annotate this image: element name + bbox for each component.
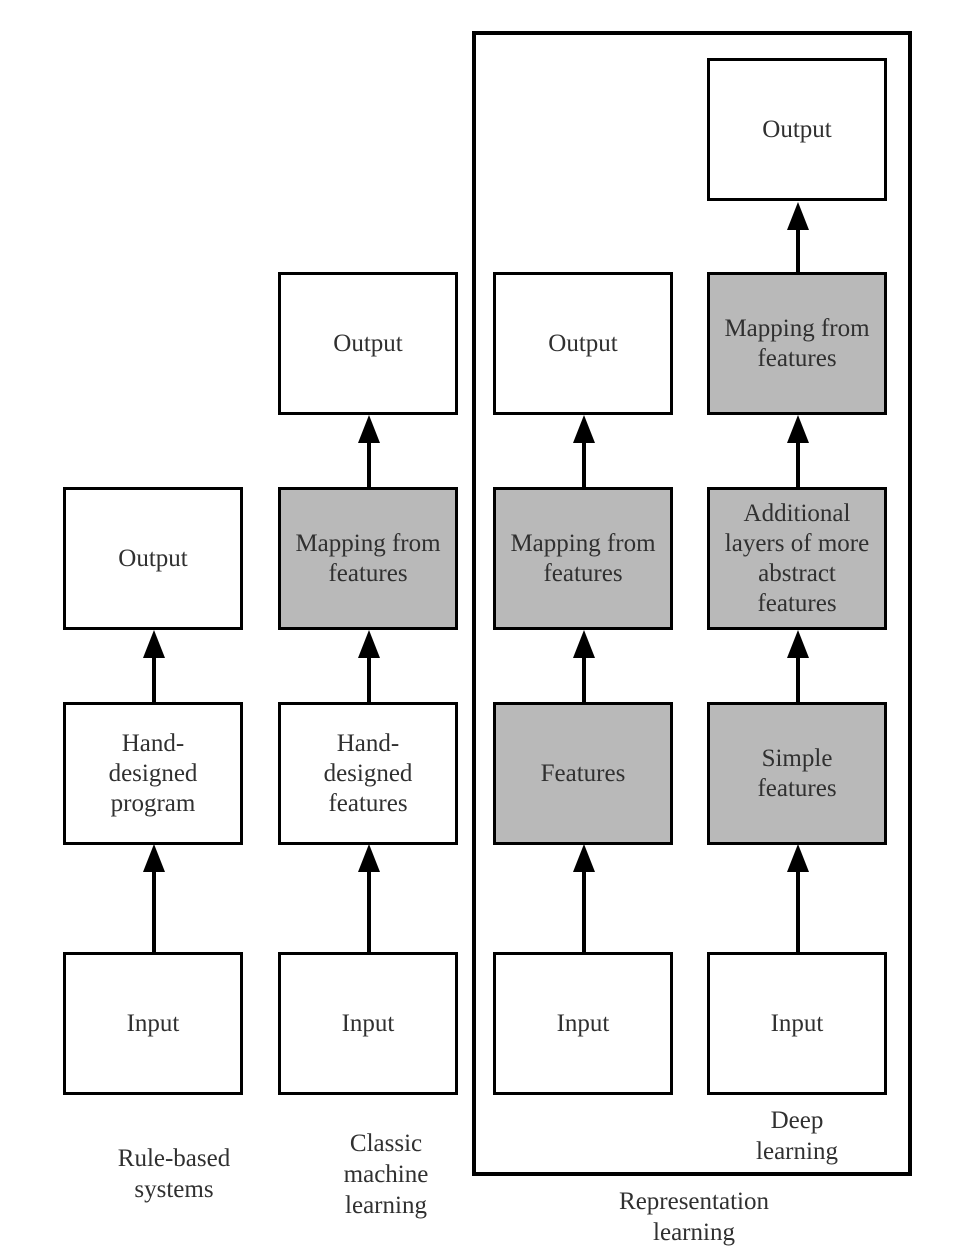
label-line: learning	[756, 1138, 838, 1165]
label-deep-learning: Deep learning	[687, 1105, 907, 1167]
box-hand-designed-program: Hand- designed program	[63, 702, 243, 845]
arrowhead-icon	[573, 630, 595, 658]
box-text-line: Output	[118, 544, 188, 572]
arrow-shaft	[367, 869, 371, 952]
arrow-shaft	[152, 655, 156, 702]
label-line: machine	[343, 1161, 429, 1188]
box-text-line: layers of more	[724, 529, 870, 557]
arrow-shaft	[367, 655, 371, 702]
label-classic-machine-learning: Classic machine learning	[276, 1128, 496, 1221]
label-line: systems	[134, 1176, 214, 1203]
box-text-line: Mapping from	[295, 529, 441, 557]
arrowhead-icon	[358, 844, 380, 872]
arrow-up-icon	[572, 630, 596, 702]
box-text-line: features	[757, 774, 837, 802]
arrow-up-icon	[357, 630, 381, 702]
box-representation-mapping-from-features: Mapping from features	[493, 487, 673, 630]
arrow-shaft	[582, 440, 586, 487]
label-line: learning	[345, 1192, 427, 1219]
arrowhead-icon	[573, 415, 595, 443]
box-features: Features	[493, 702, 673, 845]
box-deep-learning-input: Input	[707, 952, 887, 1095]
box-text-line: features	[328, 789, 408, 817]
box-text-line: Input	[770, 1009, 824, 1037]
arrow-up-icon	[786, 202, 810, 272]
representation-learning-container-box	[472, 31, 912, 1176]
arrow-shaft	[582, 655, 586, 702]
arrow-shaft	[796, 655, 800, 702]
box-rule-based-output: Output	[63, 487, 243, 630]
box-text-line: features	[757, 589, 837, 617]
box-text-line: Input	[126, 1009, 180, 1037]
box-representation-input: Input	[493, 952, 673, 1095]
box-additional-abstract-layers: Additional layers of more abstract featu…	[707, 487, 887, 630]
arrowhead-icon	[358, 630, 380, 658]
box-text-line: Mapping from	[724, 314, 870, 342]
box-representation-output: Output	[493, 272, 673, 415]
box-text-line: Hand-	[121, 729, 185, 757]
box-text-line: Hand-	[336, 729, 400, 757]
arrowhead-icon	[573, 844, 595, 872]
box-text-line: designed	[108, 759, 198, 787]
label-rule-based-systems: Rule-based systems	[64, 1143, 284, 1205]
box-rule-based-input: Input	[63, 952, 243, 1095]
box-deep-learning-output: Output	[707, 58, 887, 201]
label-line: Classic	[349, 1130, 423, 1157]
box-text-line: Input	[341, 1009, 395, 1037]
box-deep-learning-mapping-from-features: Mapping from features	[707, 272, 887, 415]
label-line: Deep	[770, 1107, 824, 1134]
arrow-shaft	[796, 440, 800, 487]
box-text-line: features	[757, 344, 837, 372]
box-text-line: abstract	[758, 559, 836, 587]
arrow-up-icon	[572, 415, 596, 487]
arrow-shaft	[367, 440, 371, 487]
arrowhead-icon	[787, 844, 809, 872]
arrowhead-icon	[358, 415, 380, 443]
arrow-up-icon	[357, 415, 381, 487]
arrowhead-icon	[787, 630, 809, 658]
arrow-shaft	[796, 227, 800, 272]
arrowhead-icon	[787, 415, 809, 443]
arrow-shaft	[152, 869, 156, 952]
box-classic-ml-output: Output	[278, 272, 458, 415]
label-representation-learning: Representation learning	[584, 1186, 804, 1248]
arrow-up-icon	[786, 630, 810, 702]
box-text-line: Simple	[761, 744, 833, 772]
arrow-up-icon	[572, 844, 596, 952]
box-text-line: Additional	[743, 499, 851, 527]
arrowhead-icon	[143, 630, 165, 658]
arrowhead-icon	[143, 844, 165, 872]
box-text-line: Features	[540, 759, 626, 787]
arrow-shaft	[796, 869, 800, 952]
label-line: Representation	[619, 1188, 769, 1215]
arrow-up-icon	[357, 844, 381, 952]
arrow-up-icon	[786, 844, 810, 952]
arrow-up-icon	[142, 844, 166, 952]
arrowhead-icon	[787, 202, 809, 230]
arrow-up-icon	[142, 630, 166, 702]
box-text-line: Input	[556, 1009, 610, 1037]
box-classic-ml-mapping-from-features: Mapping from features	[278, 487, 458, 630]
box-classic-ml-input: Input	[278, 952, 458, 1095]
box-hand-designed-features: Hand- designed features	[278, 702, 458, 845]
arrow-up-icon	[786, 415, 810, 487]
box-text-line: Mapping from	[510, 529, 656, 557]
box-text-line: program	[110, 789, 196, 817]
arrow-shaft	[582, 869, 586, 952]
label-line: learning	[653, 1219, 735, 1246]
box-text-line: Output	[548, 329, 618, 357]
box-text-line: features	[328, 559, 408, 587]
box-text-line: designed	[323, 759, 413, 787]
label-line: Rule-based	[117, 1145, 231, 1172]
box-text-line: Output	[333, 329, 403, 357]
box-simple-features: Simple features	[707, 702, 887, 845]
box-text-line: Output	[762, 115, 832, 143]
box-text-line: features	[543, 559, 623, 587]
